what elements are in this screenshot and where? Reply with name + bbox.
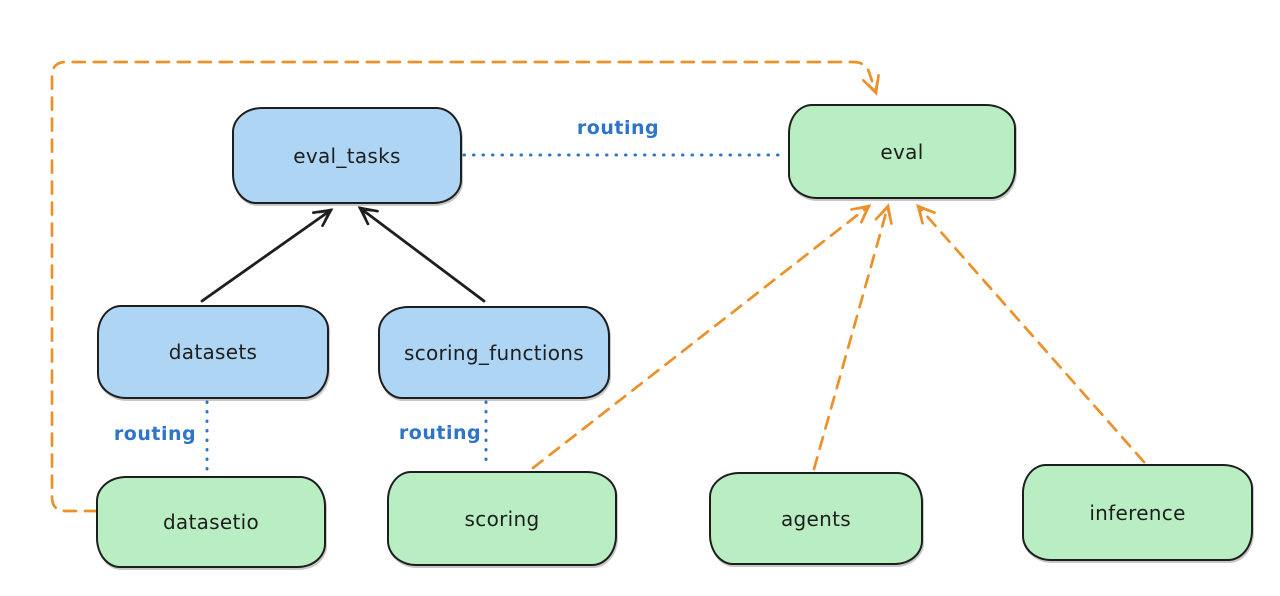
routing-label-scoring-functions-scoring: routing: [398, 422, 482, 444]
edge-datasetio-to-eval: [50, 60, 880, 513]
node-datasets: datasets: [97, 305, 329, 399]
node-eval: eval: [788, 104, 1016, 199]
node-inference: inference: [1022, 464, 1253, 561]
edge-inference-to-eval: [916, 203, 1146, 464]
edge-agents-to-eval: [812, 203, 893, 471]
node-scoring-functions: scoring_functions: [378, 306, 610, 399]
edge-scoring-to-eval: [531, 204, 872, 470]
edge-datasets-to-eval-tasks: [200, 208, 334, 303]
routing-label-eval-tasks-eval: routing: [576, 117, 660, 139]
node-scoring: scoring: [387, 471, 617, 566]
node-datasetio: datasetio: [96, 476, 326, 568]
routing-label-datasets-datasetio: routing: [113, 423, 197, 445]
edge-scoring-functions-to-eval-tasks: [357, 206, 486, 303]
node-eval-tasks: eval_tasks: [232, 107, 462, 204]
node-agents: agents: [709, 472, 923, 565]
